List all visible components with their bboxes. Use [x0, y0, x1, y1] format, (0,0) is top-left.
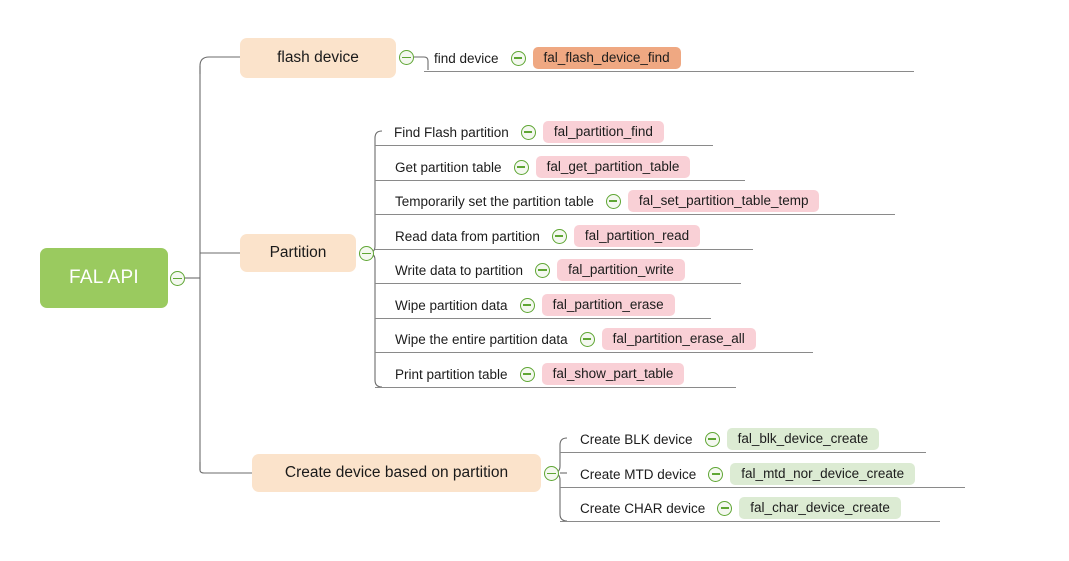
leaf-label: Get partition table — [395, 159, 502, 175]
function-badge[interactable]: fal_flash_device_find — [532, 46, 681, 70]
leaf-row-partition-find[interactable]: Find Flash partition fal_partition_find — [388, 118, 664, 146]
minus-circle-icon-root[interactable] — [170, 271, 185, 286]
branch-node-label: flash device — [277, 49, 359, 66]
minus-circle-icon-blk-device-create[interactable] — [704, 431, 720, 447]
leaf-underline — [375, 387, 736, 388]
branch-node-flash-device[interactable]: flash device — [240, 38, 396, 78]
leaf-label: Create MTD device — [580, 466, 697, 482]
leaf-row-show-part-table[interactable]: Print partition table fal_show_part_tabl… — [389, 360, 685, 388]
connector-partition-subtrunk-top — [360, 130, 383, 254]
connector-branch-create-device — [199, 462, 252, 474]
minus-circle-icon-partition-erase-all[interactable] — [579, 331, 595, 347]
minus-circle-icon-show-part-table[interactable] — [519, 366, 535, 382]
leaf-row-partition-read[interactable]: Read data from partition fal_partition_r… — [389, 222, 701, 250]
minus-circle-icon-get-partition-table[interactable] — [513, 159, 529, 175]
leaf-label-text: find device — [434, 50, 499, 66]
leaf-underline — [375, 283, 741, 284]
function-badge[interactable]: fal_partition_read — [573, 224, 701, 248]
minus-circle-icon-flash-device[interactable] — [399, 50, 414, 65]
leaf-label: Read data from partition — [395, 228, 540, 244]
leaf-row-char-device-create[interactable]: Create CHAR device fal_char_device_creat… — [574, 494, 901, 522]
function-badge[interactable]: fal_partition_erase — [541, 293, 675, 317]
branch-node-label: Create device based on partition — [284, 464, 509, 481]
function-badge[interactable]: fal_char_device_create — [739, 496, 901, 520]
minus-circle-icon-partition-erase[interactable] — [519, 297, 535, 313]
leaf-underline — [375, 180, 745, 181]
minus-circle-icon-partition-read[interactable] — [551, 228, 567, 244]
leaf-underline — [375, 249, 753, 250]
leaf-row-partition-write[interactable]: Write data to partition fal_partition_wr… — [389, 256, 685, 284]
connector-partition-subtrunk-bottom — [360, 252, 383, 388]
leaf-label: Temporarily set the partition table — [395, 193, 594, 209]
leaf-label: Wipe the entire partition data — [395, 331, 568, 347]
minus-circle-icon-find-device[interactable] — [510, 50, 526, 66]
minus-circle-icon-create-device[interactable] — [544, 466, 559, 481]
leaf-underline — [424, 71, 914, 72]
function-badge[interactable]: fal_partition_erase_all — [601, 327, 756, 351]
minus-circle-icon-partition-find[interactable] — [520, 124, 536, 140]
leaf-row-partition-erase-all[interactable]: Wipe the entire partition data fal_parti… — [389, 325, 756, 353]
leaf-row-set-partition-table-temp[interactable]: Temporarily set the partition table fal_… — [389, 187, 820, 215]
leaf-row-partition-erase[interactable]: Wipe partition data fal_partition_erase — [389, 291, 675, 319]
minus-circle-icon-set-partition-table-temp[interactable] — [605, 193, 621, 209]
leaf-label: Write data to partition — [395, 262, 524, 278]
leaf-row-find-device[interactable]: find device fal_flash_device_find — [428, 44, 681, 72]
root-node-label: FAL API — [68, 267, 140, 288]
root-node-fal-api[interactable]: FAL API — [40, 248, 168, 308]
leaf-label: Find Flash partition — [394, 124, 509, 140]
branch-node-partition[interactable]: Partition — [240, 234, 356, 272]
minus-circle-icon-char-device-create[interactable] — [717, 500, 733, 516]
leaf-label: Wipe partition data — [395, 297, 508, 313]
leaf-label: Print partition table — [395, 366, 508, 382]
leaf-label: find device — [428, 51, 504, 66]
function-badge[interactable]: fal_show_part_table — [541, 362, 685, 386]
leaf-underline — [560, 521, 940, 522]
minus-circle-icon-partition[interactable] — [359, 246, 374, 261]
leaf-underline — [560, 452, 926, 453]
function-badge[interactable]: fal_partition_write — [557, 258, 685, 282]
leaf-underline — [375, 145, 713, 146]
minus-circle-icon-mtd-device-create[interactable] — [708, 466, 724, 482]
minus-circle-icon-partition-write[interactable] — [535, 262, 551, 278]
leaf-row-mtd-device-create[interactable]: Create MTD device fal_mtd_nor_device_cre… — [574, 460, 916, 488]
leaf-underline — [560, 487, 965, 488]
function-badge[interactable]: fal_set_partition_table_temp — [627, 189, 820, 213]
function-badge[interactable]: fal_partition_find — [542, 120, 664, 144]
leaf-underline — [375, 352, 813, 353]
branch-node-create-device[interactable]: Create device based on partition — [252, 454, 541, 492]
leaf-underline — [375, 214, 895, 215]
connector-flash-subtrunk — [414, 56, 429, 70]
connector-branch-flash-device — [199, 56, 240, 74]
function-badge[interactable]: fal_mtd_nor_device_create — [730, 462, 916, 486]
function-badge[interactable]: fal_get_partition_table — [535, 155, 691, 179]
branch-node-label: Partition — [269, 244, 327, 261]
leaf-label: Create CHAR device — [580, 500, 706, 516]
leaf-row-blk-device-create[interactable]: Create BLK device fal_blk_device_create — [574, 425, 880, 453]
leaf-row-get-partition-table[interactable]: Get partition table fal_get_partition_ta… — [389, 153, 691, 181]
function-badge[interactable]: fal_blk_device_create — [726, 427, 880, 451]
leaf-underline — [375, 318, 711, 319]
leaf-label: Create BLK device — [580, 431, 693, 447]
